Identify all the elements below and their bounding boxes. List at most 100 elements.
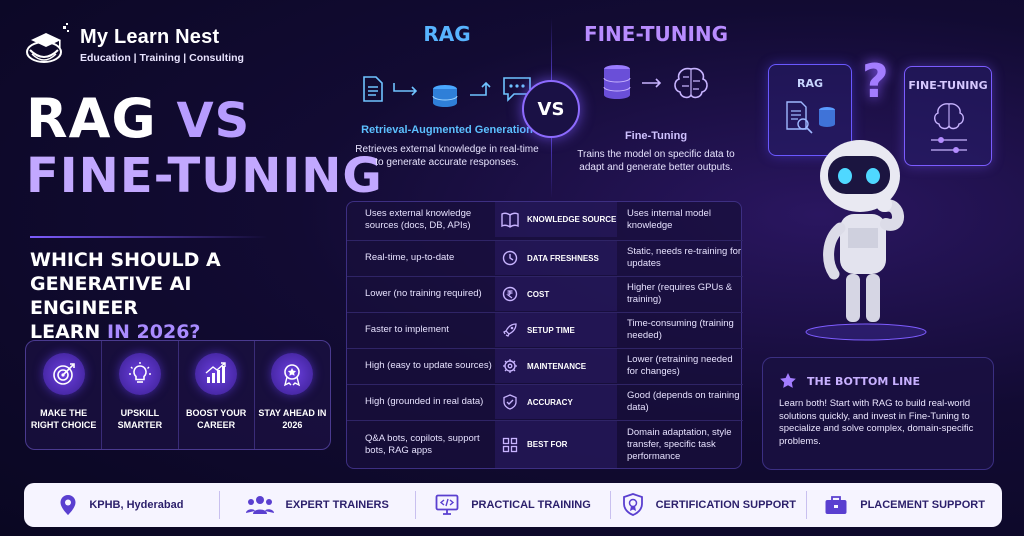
- benefit-card: MAKE THE RIGHT CHOICE: [26, 341, 103, 449]
- rag-header: RAG Retrieval-Augmented Generation Retri…: [352, 22, 542, 169]
- benefit-card: UPSKILL SMARTER: [102, 341, 179, 449]
- target-icon: [42, 353, 85, 395]
- rag-description: Retrieves external knowledge in real-tim…: [355, 144, 539, 168]
- document-search-icon: [786, 101, 835, 134]
- footer-label: PLACEMENT SUPPORT: [860, 499, 985, 511]
- rag-flow-illustration: [352, 60, 542, 118]
- arrow-right-icon: [642, 78, 662, 88]
- rag-subheading: Retrieval-Augmented Generation: [361, 124, 533, 136]
- question-mark: ?: [862, 54, 889, 108]
- benefit-label: STAY AHEAD IN 2026: [258, 408, 327, 430]
- criterion-cell: DATA FRESHNESS: [495, 241, 617, 275]
- finetuning-heading: FINE-TUNING: [583, 22, 729, 46]
- subtitle-line-2: GENERATIVE AI ENGINEER: [30, 273, 192, 319]
- title-divider: [30, 236, 268, 238]
- subtitle-line-3: LEARN: [30, 321, 101, 343]
- title-rag: RAG: [26, 87, 157, 150]
- footer-label: PRACTICAL TRAINING: [471, 499, 591, 511]
- finetuning-cell: Lower (retraining needed for changes): [627, 354, 733, 377]
- bottom-line-text: Learn both! Start with RAG to build real…: [779, 398, 974, 447]
- footer-item-location: KPHB, Hyderabad: [24, 491, 220, 519]
- table-row: Q&A bots, copilots, support bots, RAG ap…: [347, 420, 743, 468]
- bottom-line-heading: THE BOTTOM LINE: [807, 374, 920, 388]
- criterion-label: DATA FRESHNESS: [527, 253, 599, 263]
- finetuning-cell: Time-consuming (training needed): [627, 318, 734, 341]
- grid-icon: [501, 436, 519, 454]
- rag-cell: Uses external knowledge sources (docs, D…: [365, 207, 472, 231]
- benefit-card: STAY AHEAD IN 2026: [255, 341, 330, 449]
- footer-label: KPHB, Hyderabad: [89, 499, 184, 511]
- finetuning-cell: Good (depends on training data): [627, 390, 740, 413]
- footer-label: EXPERT TRAINERS: [285, 499, 389, 511]
- page-title: RAG VS FINE-TUNING: [26, 92, 383, 201]
- criterion-label: MAINTENANCE: [527, 361, 587, 371]
- shield-check-icon: [501, 393, 519, 411]
- benefit-label: UPSKILL SMARTER: [117, 408, 163, 430]
- benefit-label: MAKE THE RIGHT CHOICE: [30, 408, 97, 430]
- rag-heading: RAG: [423, 22, 471, 46]
- finetuning-header: FINE-TUNING Fine-Tuning Trains the model…: [568, 22, 744, 174]
- criterion-label: ACCURACY: [527, 397, 573, 407]
- table-row: Uses external knowledge sources (docs, D…: [347, 202, 743, 237]
- arrow-icon: [393, 83, 418, 96]
- criterion-cell: MAINTENANCE: [495, 349, 617, 383]
- finetuning-card-title: FINE-TUNING: [908, 79, 988, 92]
- finetuning-card-illustration: FINE-TUNING: [904, 66, 992, 166]
- finetuning-cell: Static, needs re-training for updates: [627, 246, 742, 269]
- criterion-cell: ACCURACY: [495, 385, 617, 419]
- table-row: Faster to implement SETUP TIME Time-cons…: [347, 312, 743, 347]
- criterion-cell: BEST FOR: [495, 421, 617, 468]
- footer-item-trainers: EXPERT TRAINERS: [220, 491, 416, 519]
- comparison-table: Uses external knowledge sources (docs, D…: [346, 201, 743, 469]
- brain-icon: [674, 67, 708, 99]
- star-icon: [780, 373, 796, 388]
- footer-label: CERTIFICATION SUPPORT: [655, 499, 796, 511]
- rag-card-illustration: RAG: [768, 64, 852, 156]
- gear-icon: [501, 357, 519, 375]
- rag-cell: High (easy to update sources): [365, 360, 492, 371]
- rag-cell: Lower (no training required): [365, 288, 482, 299]
- criterion-cell: KNOWLEDGE SOURCE: [495, 202, 617, 237]
- code-monitor-icon: [435, 494, 459, 515]
- certificate-icon: [622, 493, 643, 516]
- finetuning-subheading: Fine-Tuning: [624, 130, 688, 142]
- rag-card-title: RAG: [796, 77, 823, 90]
- brand-tagline: Education | Training | Consulting: [80, 52, 244, 64]
- criterion-label: KNOWLEDGE SOURCE: [527, 215, 617, 224]
- growth-chart-icon: [195, 353, 238, 395]
- footer-item-placement: PLACEMENT SUPPORT: [807, 491, 1002, 519]
- rag-cell: Faster to implement: [365, 324, 449, 335]
- rupee-icon: [501, 285, 519, 303]
- rag-cell: Q&A bots, copilots, support bots, RAG ap…: [365, 432, 480, 456]
- brand-logo: My Learn Nest Education | Training | Con…: [22, 20, 244, 70]
- criterion-cell: SETUP TIME: [495, 313, 617, 347]
- criterion-cell: COST: [495, 277, 617, 311]
- database-icon: [432, 85, 458, 107]
- footer-bar: KPHB, Hyderabad EXPERT TRAINERS PRACTICA…: [24, 483, 1002, 527]
- criterion-label: COST: [527, 289, 550, 299]
- bottom-line-box: THE BOTTOM LINE Learn both! Start with R…: [762, 357, 994, 470]
- subtitle-line-1: WHICH SHOULD A: [30, 249, 221, 271]
- briefcase-icon: [825, 496, 847, 514]
- brain-sliders-icon: [931, 103, 967, 153]
- benefits-panel: MAKE THE RIGHT CHOICE UPSKILL SMARTER BO…: [25, 340, 331, 450]
- document-icon: [363, 76, 383, 102]
- finetuning-description: Trains the model on specific data to ada…: [577, 149, 735, 173]
- table-row: High (easy to update sources) MAINTENANC…: [347, 348, 743, 383]
- table-row: Lower (no training required) COST Higher…: [347, 276, 743, 311]
- subtitle-highlight: IN 2026?: [106, 321, 201, 343]
- criterion-label: SETUP TIME: [527, 325, 575, 335]
- medal-icon: [271, 353, 314, 395]
- arrow-up-icon: [470, 81, 491, 96]
- clock-icon: [501, 249, 519, 267]
- finetuning-cell: Higher (requires GPUs & training): [627, 282, 733, 305]
- brand-name: My Learn Nest: [80, 26, 220, 48]
- book-icon: [501, 211, 519, 229]
- database-icon: [603, 65, 631, 99]
- rag-cell: Real-time, up-to-date: [365, 252, 455, 263]
- finetuning-cell: Domain adaptation, style transfer, speci…: [627, 426, 732, 462]
- title-vs: VS: [176, 93, 251, 149]
- robot-illustration: [805, 140, 927, 341]
- vs-badge: VS: [522, 80, 580, 138]
- people-icon: [245, 496, 274, 514]
